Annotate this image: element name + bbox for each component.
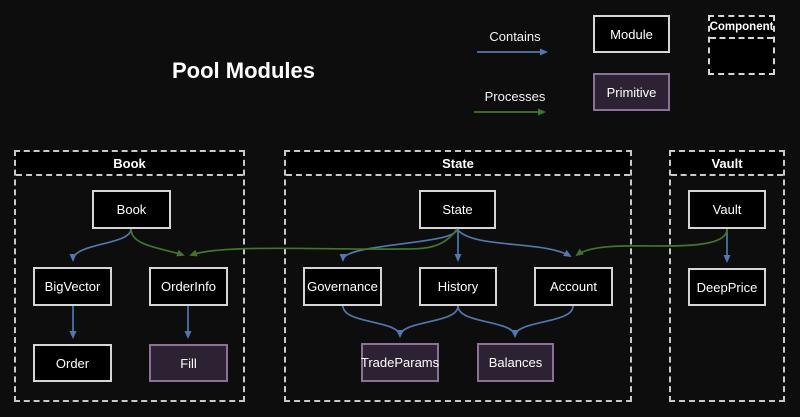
container-state-header: State [286, 152, 630, 176]
container-state: State [284, 150, 632, 402]
node-balances-label: Balances [488, 355, 543, 370]
node-vault-label: Vault [712, 202, 742, 217]
node-state: State [419, 190, 496, 229]
node-account-label: Account [550, 279, 597, 294]
container-vault: Vault [669, 150, 785, 402]
legend-module-label: Module [610, 26, 653, 42]
page-title: Pool Modules [172, 58, 315, 83]
node-fill-label: Fill [180, 355, 197, 371]
node-deepprice-label: DeepPrice [696, 279, 758, 295]
node-bigvector-label: BigVector [44, 279, 101, 294]
node-tradeparams: TradeParams [361, 343, 439, 382]
legend-component-label: Component [710, 21, 773, 33]
node-vault: Vault [688, 190, 766, 229]
node-history: History [419, 267, 497, 306]
node-tradeparams-label: TradeParams [360, 355, 440, 370]
container-vault-title: Vault [711, 155, 743, 171]
node-governance: Governance [303, 267, 382, 306]
node-order-label: Order [55, 355, 90, 371]
legend-module-box: Module [593, 15, 670, 53]
container-state-title: State [442, 155, 474, 171]
node-fill: Fill [149, 344, 228, 382]
legend-primitive-box: Primitive [593, 73, 670, 111]
node-bigvector: BigVector [33, 267, 112, 306]
node-orderinfo: OrderInfo [149, 267, 228, 306]
container-book-title: Book [113, 155, 146, 171]
node-governance-label: Governance [307, 279, 378, 294]
node-history-label: History [437, 279, 479, 294]
container-vault-header: Vault [671, 152, 783, 176]
legend-processes-label: Processes [484, 89, 546, 104]
node-orderinfo-label: OrderInfo [161, 279, 216, 294]
node-deepprice: DeepPrice [688, 268, 766, 306]
node-balances: Balances [477, 343, 554, 382]
legend-primitive-label: Primitive [606, 84, 657, 100]
node-book-label: Book [116, 202, 147, 217]
legend-contains-label: Contains [489, 29, 541, 44]
container-book: Book [14, 150, 245, 402]
container-book-header: Book [16, 152, 243, 176]
node-order: Order [33, 344, 112, 382]
legend-component-box: Component [708, 15, 775, 75]
legend-component-header: Component [710, 17, 773, 39]
node-state-label: State [442, 202, 473, 217]
node-book: Book [92, 190, 171, 229]
node-account: Account [534, 267, 613, 306]
